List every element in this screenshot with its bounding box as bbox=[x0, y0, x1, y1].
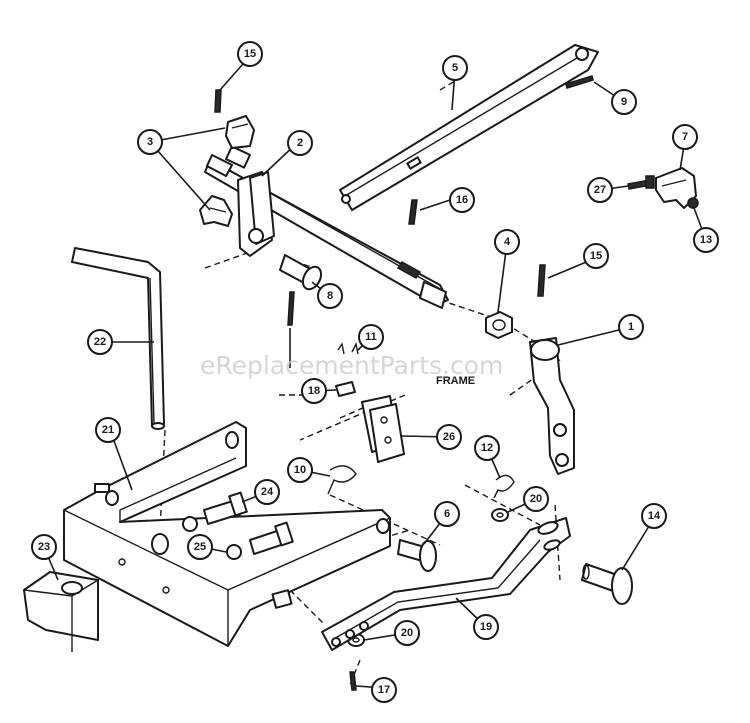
svg-text:27: 27 bbox=[594, 184, 606, 196]
part-12-hairpin-clip bbox=[493, 474, 515, 499]
part-25-nuts bbox=[182, 516, 242, 560]
callout-15-top: 15 bbox=[237, 41, 263, 67]
part-5-link-bar bbox=[339, 44, 599, 211]
svg-text:13: 13 bbox=[700, 234, 712, 246]
part-13-nut bbox=[687, 197, 699, 209]
svg-text:6: 6 bbox=[444, 508, 450, 520]
part-11-cotter-pin bbox=[337, 341, 359, 355]
callout-8: 8 bbox=[317, 283, 343, 309]
part-22-handle-rod bbox=[71, 247, 165, 430]
svg-text:4: 4 bbox=[504, 236, 511, 248]
callout-17: 17 bbox=[371, 677, 397, 703]
svg-text:2: 2 bbox=[297, 137, 303, 149]
svg-text:15: 15 bbox=[590, 250, 602, 262]
svg-text:16: 16 bbox=[456, 194, 468, 206]
part-6-clevis-pin bbox=[397, 539, 437, 572]
svg-text:11: 11 bbox=[365, 331, 377, 343]
callout-22: 22 bbox=[87, 329, 113, 355]
callout-9: 9 bbox=[611, 89, 637, 115]
callout-2: 2 bbox=[287, 130, 313, 156]
part-10-hairpin-clip bbox=[327, 465, 357, 495]
callout-4: 4 bbox=[494, 229, 520, 255]
svg-text:24: 24 bbox=[261, 486, 274, 498]
svg-text:19: 19 bbox=[480, 621, 492, 633]
svg-text:23: 23 bbox=[38, 541, 50, 553]
svg-text:10: 10 bbox=[294, 464, 306, 476]
svg-text:8: 8 bbox=[327, 290, 333, 302]
part-7-bracket bbox=[655, 167, 697, 209]
callout-10: 10 bbox=[287, 457, 313, 483]
svg-text:18: 18 bbox=[308, 385, 320, 397]
part-23-block bbox=[23, 571, 99, 652]
part-26-plate bbox=[361, 395, 405, 463]
svg-text:20: 20 bbox=[401, 627, 413, 639]
svg-text:9: 9 bbox=[621, 96, 627, 108]
callout-3: 3 bbox=[137, 129, 163, 155]
svg-text:26: 26 bbox=[443, 431, 455, 443]
part-24-bolts bbox=[203, 491, 294, 555]
callout-12: 12 bbox=[474, 435, 500, 461]
part-cotter-pin-mid bbox=[287, 291, 295, 326]
frame-label: FRAME bbox=[436, 375, 475, 387]
svg-text:1: 1 bbox=[628, 321, 634, 333]
svg-text:5: 5 bbox=[452, 62, 458, 74]
part-16-pin bbox=[408, 199, 418, 225]
svg-text:12: 12 bbox=[481, 442, 493, 454]
svg-text:21: 21 bbox=[102, 424, 114, 436]
callout-13: 13 bbox=[693, 227, 719, 253]
callout-7: 7 bbox=[672, 124, 698, 150]
callout-20-right: 20 bbox=[523, 486, 549, 512]
part-9-pin bbox=[565, 75, 594, 89]
callout-5: 5 bbox=[442, 55, 468, 81]
callout-26: 26 bbox=[436, 424, 462, 450]
part-8-clevis-pin bbox=[279, 254, 323, 291]
svg-text:7: 7 bbox=[682, 131, 688, 143]
callout-16: 16 bbox=[449, 187, 475, 213]
callout-1: 1 bbox=[618, 314, 644, 340]
callout-19: 19 bbox=[473, 614, 499, 640]
part-14-clevis-pin bbox=[581, 563, 633, 605]
callout-11: 11 bbox=[358, 324, 384, 350]
callout-23: 23 bbox=[31, 534, 57, 560]
part-3-bearing-halves bbox=[199, 115, 255, 227]
part-15-roll-pin-top bbox=[214, 89, 222, 113]
svg-text:20: 20 bbox=[530, 493, 542, 505]
callout-14: 14 bbox=[641, 503, 667, 529]
part-1-lift-arm bbox=[529, 337, 575, 475]
callout-18: 18 bbox=[301, 378, 327, 404]
watermark: eReplacementParts.com bbox=[200, 351, 503, 380]
callout-21: 21 bbox=[95, 417, 121, 443]
part-19-lift-link bbox=[321, 517, 571, 651]
part-2-rockshaft bbox=[204, 145, 449, 309]
callout-25: 25 bbox=[187, 534, 213, 560]
part-15-roll-pin-right bbox=[537, 264, 546, 297]
svg-text:25: 25 bbox=[194, 541, 206, 553]
svg-text:15: 15 bbox=[244, 48, 256, 60]
svg-text:14: 14 bbox=[648, 510, 661, 522]
svg-text:3: 3 bbox=[147, 136, 153, 148]
part-27-screw bbox=[627, 175, 655, 190]
svg-text:17: 17 bbox=[378, 684, 390, 696]
part-17-cotter-pin bbox=[349, 671, 357, 691]
part-21-frame bbox=[63, 421, 391, 647]
callout-15-right: 15 bbox=[583, 243, 609, 269]
part-18-pin bbox=[335, 381, 356, 397]
svg-text:22: 22 bbox=[94, 336, 106, 348]
part-4-bushing bbox=[485, 311, 513, 339]
callout-27: 27 bbox=[587, 177, 613, 203]
callout-6: 6 bbox=[434, 501, 460, 527]
callout-24: 24 bbox=[254, 479, 280, 505]
callout-20-bottom: 20 bbox=[394, 620, 420, 646]
